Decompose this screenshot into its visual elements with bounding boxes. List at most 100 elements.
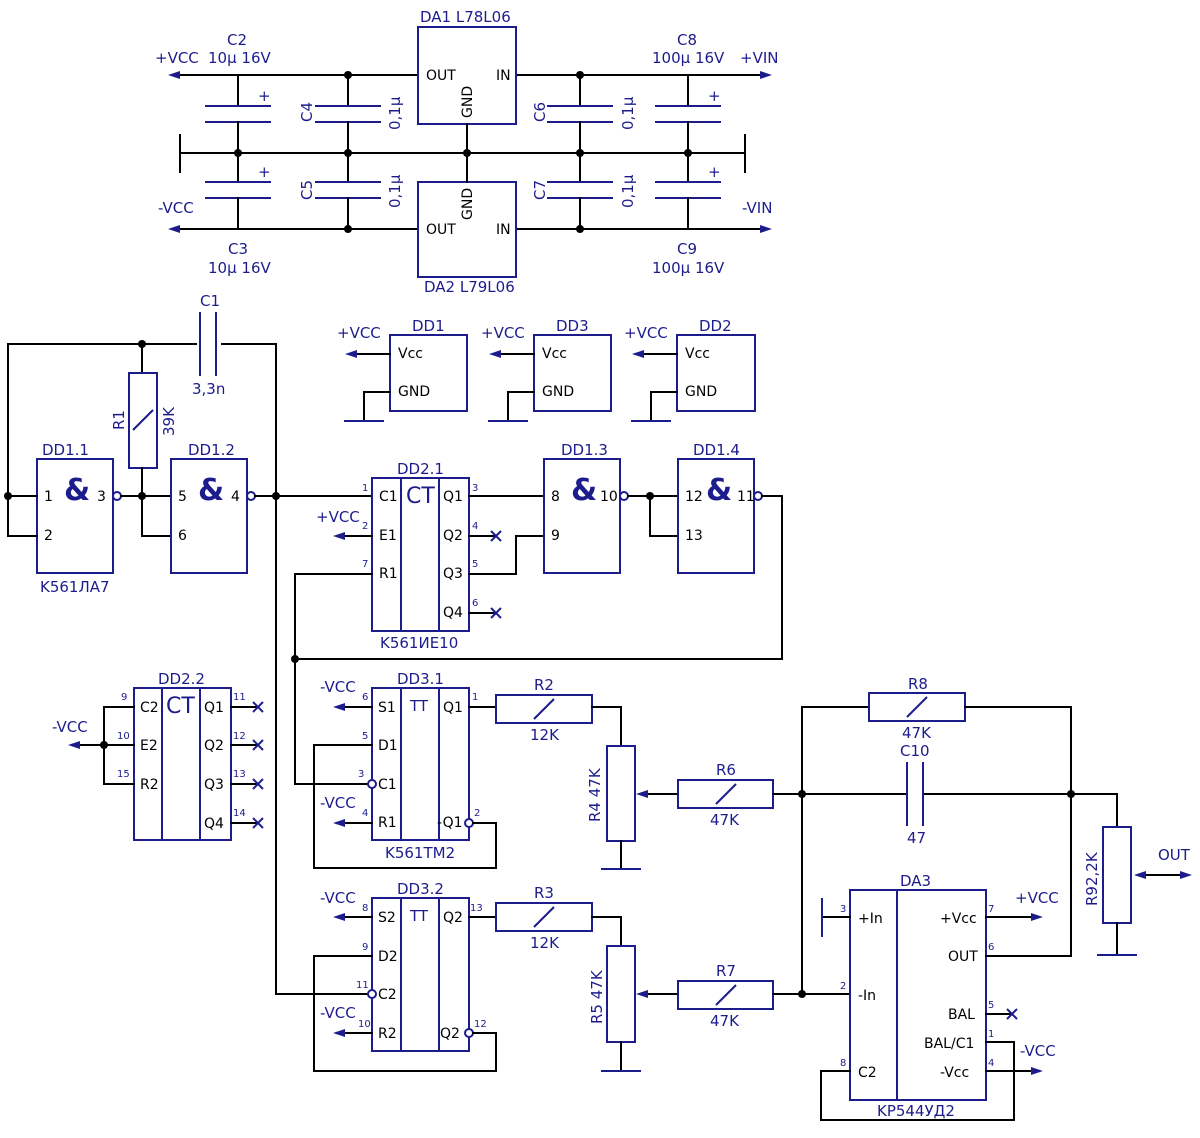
svg-text:IN: IN (496, 68, 511, 84)
svg-text:DD2: DD2 (699, 317, 732, 335)
svg-text:GND: GND (460, 86, 476, 118)
svg-text:Vcc: Vcc (685, 346, 710, 362)
svg-text:Q4: Q4 (443, 605, 463, 621)
regulator-da1: DA1 L78L06 OUT IN GND (417, 8, 517, 154)
svg-text:-In: -In (858, 988, 876, 1004)
capacitor-c7: C7 0,1µ (531, 152, 637, 230)
svg-text:12: 12 (474, 1019, 487, 1030)
svg-text:R7: R7 (716, 962, 736, 980)
svg-text:BAL: BAL (948, 1007, 975, 1023)
vin-neg-arrow (760, 225, 772, 233)
supply-dd3: DD3 +VCC Vcc GND (481, 317, 612, 422)
svg-text:10: 10 (358, 1019, 371, 1030)
svg-text:9: 9 (551, 528, 560, 544)
mixer-section: R2 12K R4 47K R6 47K R3 12K R5 47K R7 (495, 675, 1192, 1072)
svg-text:4: 4 (988, 1058, 994, 1069)
resistor-r7: R7 47K (677, 962, 774, 1030)
svg-text:C2: C2 (227, 31, 247, 49)
svg-text:+VCC: +VCC (481, 324, 525, 342)
label-vcc-pos: +VCC (155, 49, 199, 67)
svg-text:2: 2 (840, 981, 846, 992)
svg-text:DD2.1: DD2.1 (397, 460, 444, 478)
svg-text:R1: R1 (110, 410, 128, 430)
resistor-r8: R8 47K (801, 675, 1072, 742)
svg-text:8: 8 (362, 903, 368, 914)
svg-text:5: 5 (362, 731, 368, 742)
regulator-da2: DA2 L79L06 OUT IN GND (417, 152, 517, 296)
svg-text:5: 5 (178, 489, 187, 505)
svg-text:OUT: OUT (426, 68, 456, 84)
svg-text:D2: D2 (378, 949, 398, 965)
svg-text:&: & (64, 473, 90, 508)
svg-text:+: + (708, 163, 721, 181)
svg-text:C3: C3 (228, 240, 248, 258)
resistor-r1: R1 39K (110, 343, 178, 537)
capacitor-c4: C4 0,1µ (298, 74, 404, 154)
svg-text:C2: C2 (378, 987, 397, 1003)
svg-text:Q2: Q2 (204, 738, 224, 754)
svg-text:DD3: DD3 (556, 317, 589, 335)
svg-text:15: 15 (117, 769, 130, 780)
svg-text:12: 12 (685, 489, 703, 505)
svg-text:11: 11 (233, 692, 246, 703)
svg-text:R6: R6 (716, 761, 736, 779)
svg-text:11: 11 (737, 489, 755, 505)
svg-text:C1: C1 (379, 489, 398, 505)
svg-text:+: + (708, 87, 721, 105)
svg-text:R4 47K: R4 47K (586, 767, 604, 822)
svg-text:47K: 47K (710, 811, 740, 829)
svg-text:-VCC: -VCC (320, 678, 356, 696)
svg-text:Q1: Q1 (443, 489, 463, 505)
svg-text:3: 3 (840, 904, 846, 915)
svg-text:2: 2 (474, 808, 480, 819)
label-vin-neg: -VIN (742, 199, 772, 217)
svg-text:10: 10 (117, 731, 130, 742)
svg-text:12K: 12K (530, 934, 560, 952)
svg-text:C1: C1 (200, 292, 220, 310)
svg-text:0,1µ: 0,1µ (619, 96, 637, 130)
supply-dd1: DD1 +VCC Vcc GND (337, 317, 468, 422)
svg-text:+VCC: +VCC (1015, 889, 1059, 907)
svg-text:1: 1 (472, 692, 478, 703)
capacitor-c9: + C9 100µ 16V (652, 152, 725, 277)
svg-text:+In: +In (858, 911, 883, 927)
svg-text:S1: S1 (378, 700, 396, 716)
svg-text:-VCC: -VCC (52, 718, 88, 736)
svg-text:5: 5 (988, 1000, 994, 1011)
svg-text:DD3.1: DD3.1 (397, 670, 444, 688)
svg-text:100µ 16V: 100µ 16V (652, 259, 725, 277)
svg-text:-VCC: -VCC (320, 794, 356, 812)
svg-text:9: 9 (362, 942, 368, 953)
svg-text:C4: C4 (298, 102, 316, 122)
svg-text:7: 7 (988, 904, 994, 915)
svg-text:6: 6 (362, 692, 368, 703)
svg-text:DD3.2: DD3.2 (397, 880, 444, 898)
resistor-r3: R3 12K (495, 884, 593, 952)
counter-dd2-1: DD2.1 CT C1 E1 R1 Q1 Q2 Q3 Q4 12 73 45 6… (294, 460, 545, 785)
capacitor-c1: C1 3,3n (192, 292, 225, 398)
svg-text:DD1.3: DD1.3 (561, 441, 608, 459)
svg-text:DD1.2: DD1.2 (188, 441, 235, 459)
svg-text:Q2: Q2 (443, 528, 463, 544)
svg-text:R92,2K: R92,2K (1083, 851, 1101, 906)
vcc-neg-arrow (168, 225, 180, 233)
svg-text:3: 3 (472, 483, 478, 494)
svg-text:IN: IN (496, 222, 511, 238)
svg-text:6: 6 (472, 598, 478, 609)
svg-text:OUT: OUT (948, 949, 978, 965)
vcc-pos-arrow (168, 71, 180, 79)
svg-text:GND: GND (398, 384, 430, 400)
svg-text:R2: R2 (378, 1026, 397, 1042)
flipflop-dd3-1: DD3.1 TT S1 D1 C1 R1 Q1 -Q1 65 34 12 K56… (313, 670, 497, 869)
gates-dd1-3-dd1-4: DD1.3 & 8 9 10 DD1.4 & 12 13 11 (291, 441, 783, 663)
svg-text:Q1: Q1 (204, 700, 224, 716)
svg-text:R1: R1 (379, 566, 398, 582)
svg-text:Q2: Q2 (440, 1026, 460, 1042)
svg-text:C7: C7 (531, 180, 549, 200)
svg-text:R2: R2 (140, 777, 159, 793)
svg-text:47K: 47K (710, 1012, 740, 1030)
svg-text:14: 14 (233, 808, 246, 819)
